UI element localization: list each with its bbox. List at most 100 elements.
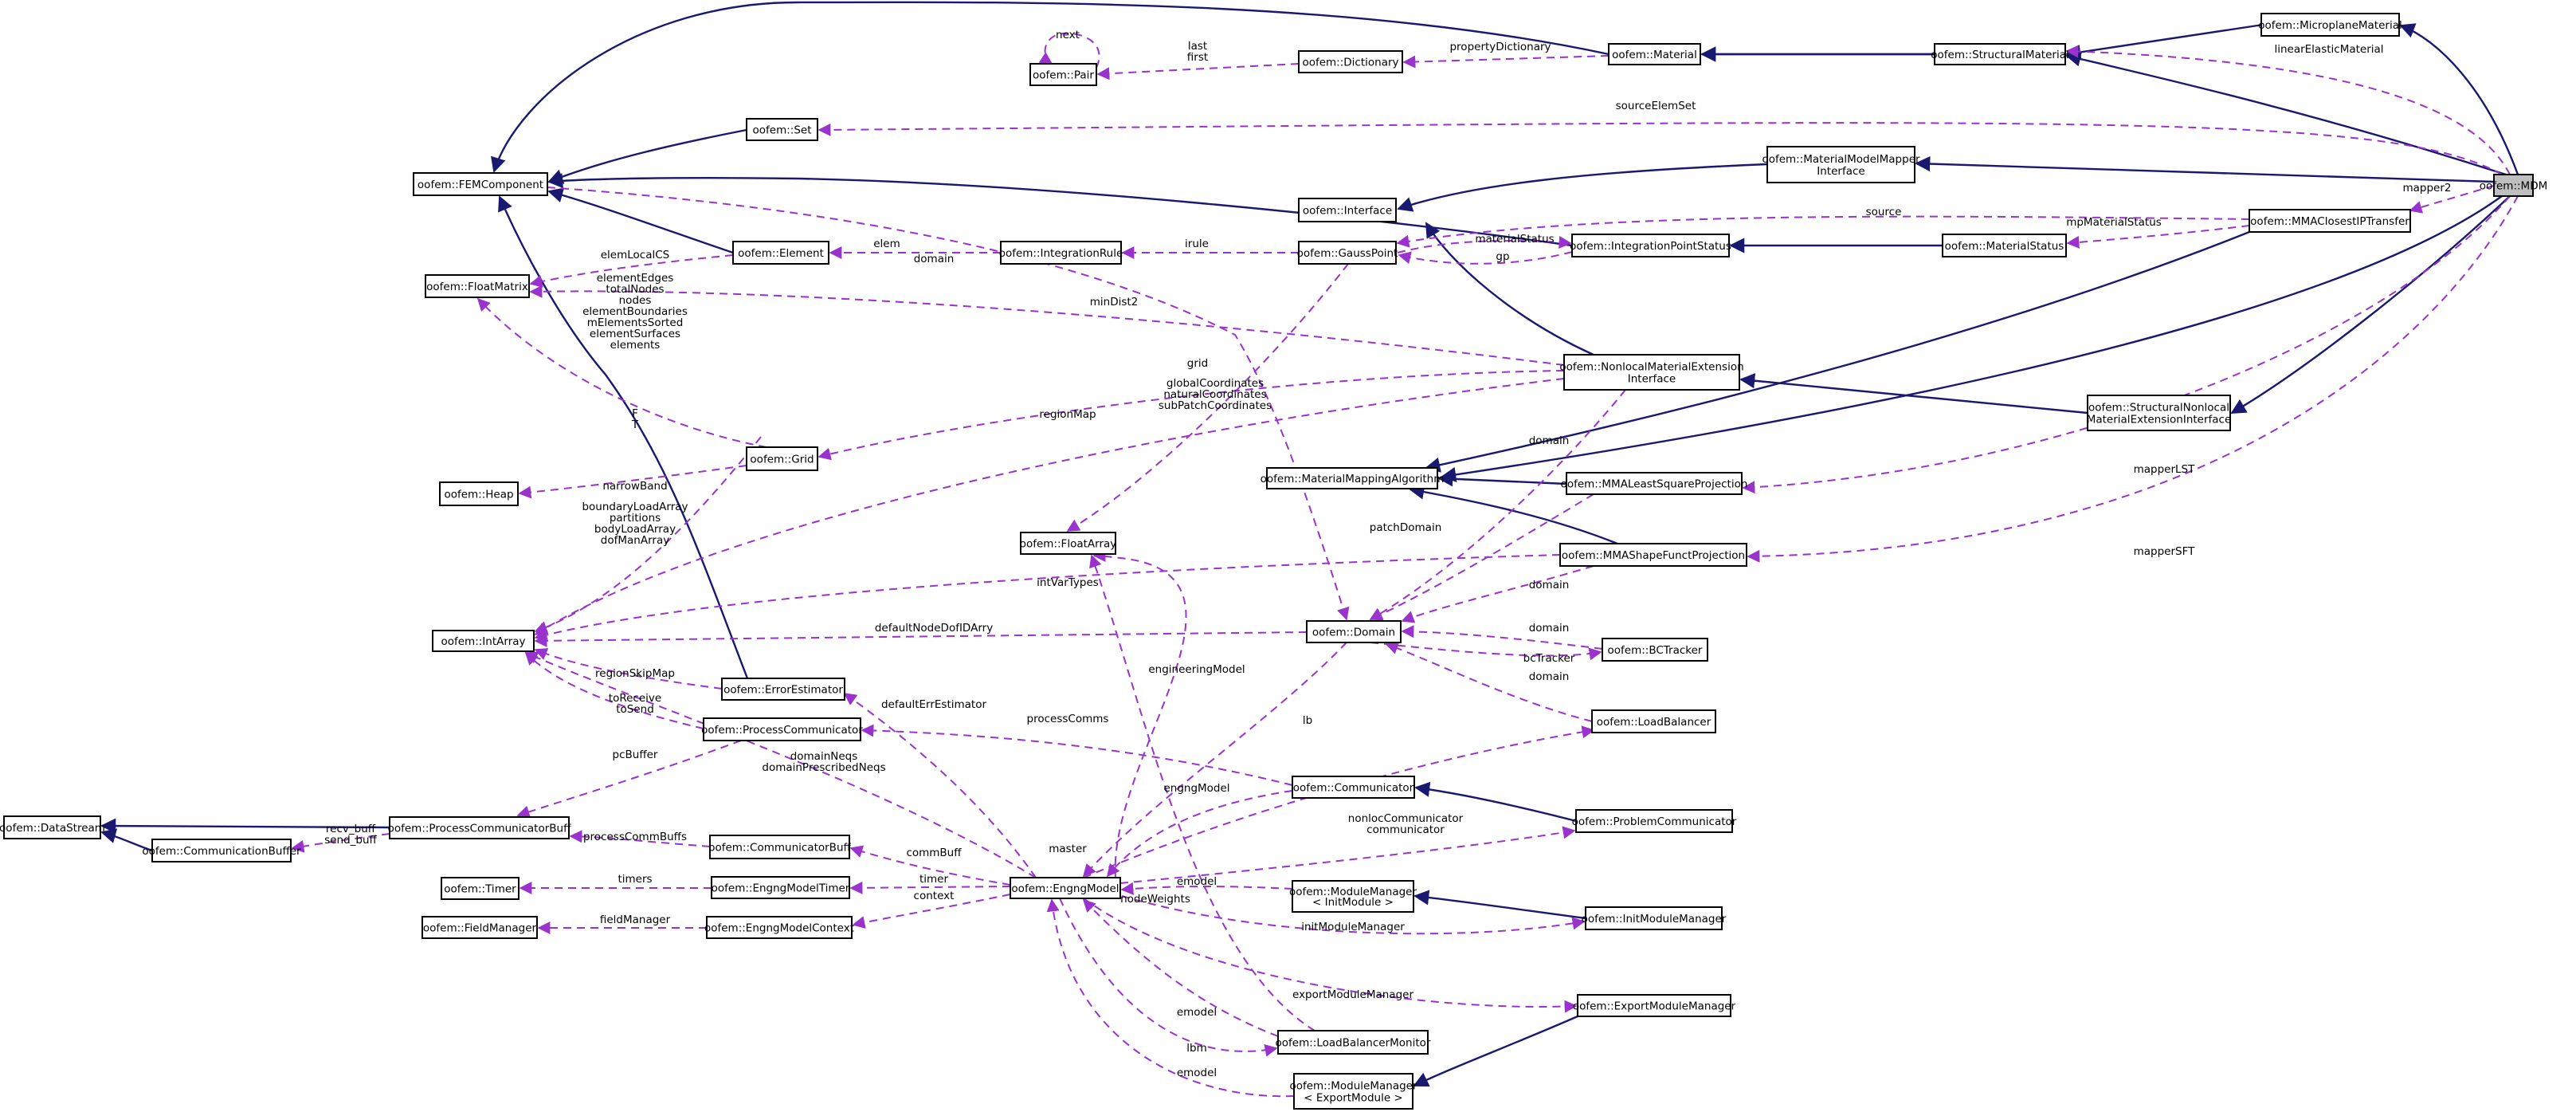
class-node-mmInit[interactable]: oofem::ModuleManager< InitModule > [1289,880,1417,913]
node-box [1575,809,1733,833]
class-node-mdm[interactable]: oofem::MDM [2480,174,2548,197]
class-node-floatarray[interactable]: oofem::FloatArray [1020,532,1117,555]
class-node-set[interactable]: oofem::Set [746,118,818,141]
node-label: oofem::EngngModelTimer [712,882,850,895]
class-node-datastream[interactable]: oofem::DataStream [0,815,105,839]
class-node-pair[interactable]: oofem::Pair [1029,63,1097,86]
class-node-loadbalancer[interactable]: oofem::LoadBalancer [1591,709,1716,733]
usage-edge [1401,565,1594,623]
class-node-mmaclosest[interactable]: oofem::MMAClosestIPTransfer [2249,209,2411,233]
usage-edge [518,465,747,499]
class-node-lbmonitor[interactable]: oofem::LoadBalancerMonitor [1276,1030,1431,1055]
class-node-nonlocalext[interactable]: oofem::NonlocalMaterialExtensionInterfac… [1559,354,1744,391]
usage-edge [524,651,704,729]
class-node-communicatorbuff[interactable]: oofem::CommunicatorBuff [708,835,851,859]
edge-label: naturalCoordinates [1163,388,1266,401]
class-node-intarray[interactable]: oofem::IntArray [432,630,535,652]
class-node-engngmodel[interactable]: oofem::EngngModel [1010,877,1121,899]
edge-label: processComms [1027,713,1109,725]
class-node-integrationrule[interactable]: oofem::IntegrationRule [999,241,1123,265]
node-label: oofem::IntArray [441,635,525,648]
edge-label: commBuff [906,847,962,859]
edge-label: mapperSFT [2134,545,2196,558]
usage-edge [843,693,1037,878]
class-node-microplane[interactable]: oofem::MicroplaneMaterial [2258,13,2402,37]
class-node-material[interactable]: oofem::Material [1608,43,1701,65]
class-node-bctracker[interactable]: oofem::BCTracker [1602,638,1708,662]
class-node-domain[interactable]: oofem::Domain [1306,620,1402,643]
class-node-femcomponent[interactable]: oofem::FEMComponent [413,172,548,196]
class-node-mmalgorithm[interactable]: oofem::MaterialMappingAlgorithm [1261,467,1445,489]
node-box [703,717,861,741]
edge-label: context [914,890,955,902]
node-box [1577,994,1731,1017]
node-label: oofem::FieldManager [423,922,537,935]
node-label: oofem::EngngModelContext [704,922,854,935]
node-label: Interface [1628,372,1676,385]
edge-label: master [1049,843,1087,855]
class-node-communicator[interactable]: oofem::Communicator [1292,776,1415,799]
class-node-grid[interactable]: oofem::Grid [746,446,818,471]
node-label: < ExportModule > [1304,1091,1403,1104]
node-box [1934,43,2066,65]
class-node-mmaleast[interactable]: oofem::MMALeastSquareProjection [1561,472,1748,495]
edge-label: bcTracker [1523,652,1575,665]
edge-label: mpMaterialStatus [2066,216,2162,229]
node-box [1277,1030,1429,1055]
class-node-fieldmanager[interactable]: oofem::FieldManager [421,916,538,939]
usage-edge [524,651,1037,878]
usage-edge [1046,898,1295,1098]
edge-label: nodeWeights [1120,893,1190,906]
node-label: oofem::MicroplaneMaterial [2258,19,2402,32]
edge-label: totalNodes [606,283,664,296]
node-label: oofem::MMAClosestIPTransfer [2250,215,2409,228]
node-box [1608,43,1701,65]
class-node-mmExport[interactable]: oofem::ModuleManager< ExportModule > [1289,1073,1417,1110]
class-node-processcomm[interactable]: oofem::ProcessCommunicator [701,717,863,741]
edge-label: minDist2 [1090,296,1139,308]
usage-edge [1369,389,1626,620]
edge-label: gp [1496,250,1509,263]
usage-edge [1089,554,1315,1031]
inheritance-edge [1425,222,1594,356]
class-node-dictionary[interactable]: oofem::Dictionary [1298,50,1403,73]
class-node-element[interactable]: oofem::Element [732,241,829,265]
class-node-commbuffer[interactable]: oofem::CommunicationBuffer [142,839,301,862]
usage-edge [1121,895,1586,935]
class-node-initmm[interactable]: oofem::InitModuleManager [1582,906,1727,930]
edge-label: source [1866,206,1902,218]
class-node-exportmm[interactable]: oofem::ExportModuleManager [1573,994,1736,1017]
node-box [1298,198,1397,222]
class-node-engngtimer[interactable]: oofem::EngngModelTimer [711,876,850,899]
class-node-heap[interactable]: oofem::Heap [439,481,519,506]
edge-label: regionSkipMap [595,667,675,680]
node-box [1298,241,1397,265]
usage-edge [1082,898,1279,1037]
class-node-structnonlocal[interactable]: oofem::StructuralNonlocalMaterialExtensi… [2087,395,2232,431]
edge-label: elem [873,238,900,250]
edge-label: mapper2 [2402,182,2451,195]
node-label: oofem::StructuralMaterial [1931,49,2068,61]
usage-edge [1397,236,1572,253]
class-node-errorestimator[interactable]: oofem::ErrorEstimator [721,678,845,701]
usage-edge [861,724,1293,786]
class-node-interface[interactable]: oofem::Interface [1298,198,1397,222]
class-node-gausspoint[interactable]: oofem::GaussPoint [1297,241,1398,265]
class-node-ipstatus[interactable]: oofem::IntegrationPointStatus [1570,234,1731,257]
class-node-mmashape[interactable]: oofem::MMAShapeFunctProjection [1559,543,1747,567]
class-node-engngcontext[interactable]: oofem::EngngModelContext [704,916,854,939]
node-label: oofem::StructuralNonlocal [2088,402,2229,415]
node-label: oofem::Timer [444,883,516,896]
class-node-timer[interactable]: oofem::Timer [441,877,520,900]
class-node-materialstatus[interactable]: oofem::MaterialStatus [1942,234,2067,257]
node-box [1563,354,1740,391]
class-node-problemcomm[interactable]: oofem::ProblemCommunicator [1572,809,1737,833]
class-node-floatmatrix[interactable]: oofem::FloatMatrix [425,274,530,298]
class-node-pcbuff[interactable]: oofem::ProcessCommunicatorBuff [388,816,572,839]
edge-label: first [1187,51,1208,64]
class-node-structural[interactable]: oofem::StructuralMaterial [1931,43,2069,65]
edge-label: boundaryLoadArray [582,501,688,513]
edge-label: next [1056,29,1080,41]
node-label: oofem::LoadBalancer [1597,716,1711,729]
